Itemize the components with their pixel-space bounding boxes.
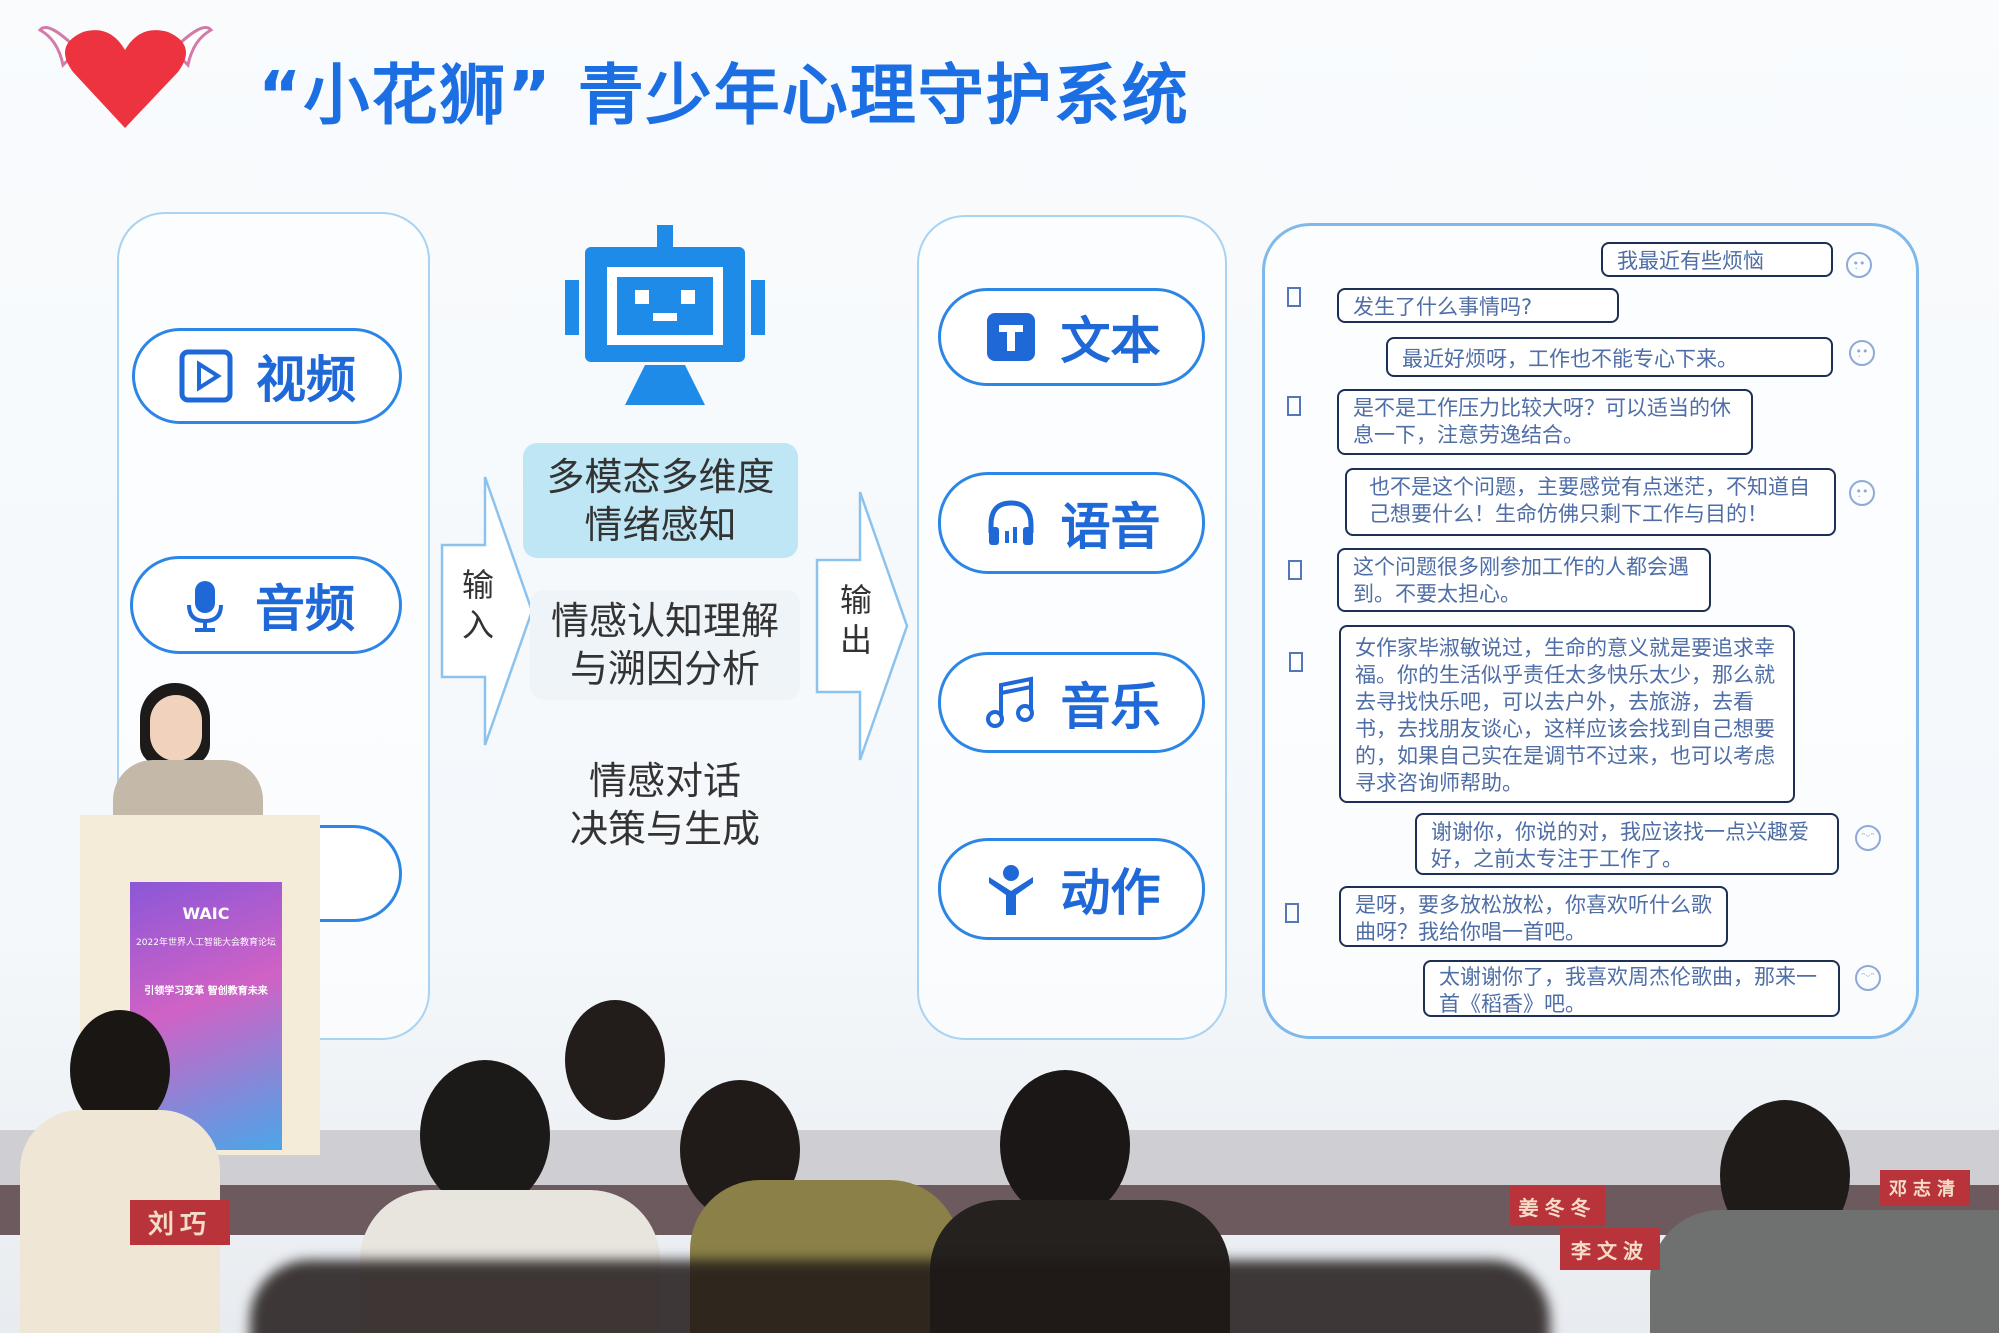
output-text: 文本 (938, 288, 1205, 386)
bot-avatar-icon (1287, 287, 1301, 307)
chat-message-bot: 是呀，要多放松放松，你喜欢听什么歌曲呀？我给你唱一首吧。 (1339, 886, 1728, 947)
podium-slogan: 引领学习变革 智创教育未来 (144, 986, 268, 997)
stage-backdrop (0, 1130, 1999, 1190)
podium-event-title: 2022年世界人工智能大会教育论坛 (136, 938, 276, 948)
output-music: 音乐 (938, 652, 1205, 753)
output-action: 动作 (938, 838, 1205, 940)
input-arrow-icon (440, 476, 534, 746)
chat-message-user: 太谢谢你了，我喜欢周杰伦歌曲，那来一首《稻香》吧。 (1423, 960, 1840, 1017)
winged-heart-logo-icon (38, 26, 213, 129)
output-label: 文本 (1060, 312, 1161, 370)
process-cognition-analysis: 情感认知理解 与溯因分析 (530, 590, 800, 700)
output-arrow-icon (815, 491, 909, 761)
input-arrow-label: 输入 (462, 566, 499, 644)
chat-message-bot: 这个问题很多刚参加工作的人都会遇到。不要太担心。 (1337, 548, 1711, 612)
worried-face-icon: •̣• (1849, 480, 1875, 506)
input-audio: 音频 (130, 556, 402, 654)
speaker-body (113, 760, 263, 820)
audience-head (565, 1000, 665, 1120)
worried-face-icon: •̣• (1849, 340, 1875, 366)
output-label: 动作 (1060, 864, 1161, 922)
output-label: 音乐 (1060, 677, 1161, 736)
chat-message-user: 也不是这个问题，主要感觉有点迷茫，不知道自己想要什么！生命仿佛只剩下工作与目的！ (1345, 468, 1836, 536)
audience-head (420, 1060, 550, 1210)
chat-message-bot: 是不是工作压力比较大呀？可以适当的休息一下，注意劳逸结合。 (1337, 389, 1753, 455)
name-card: 姜冬冬 (1510, 1186, 1605, 1226)
chat-message-bot: 女作家毕淑敏说过，生命的意义就是要追求幸福。你的生活似乎责任太多快乐太少，那么就… (1339, 625, 1795, 803)
bot-avatar-icon (1285, 903, 1299, 923)
chat-message-bot: 发生了什么事情吗? (1337, 288, 1619, 323)
headphones-icon (988, 500, 1033, 545)
slide-title: “小花狮” 青少年心理守护系统 (258, 57, 1190, 134)
video-play-icon (179, 349, 233, 403)
name-card: 李文波 (1560, 1228, 1660, 1270)
microphone-icon (187, 581, 223, 632)
grinning-face-icon: ᵔᵕᵔ (1855, 825, 1881, 851)
output-voice: 语音 (938, 472, 1205, 574)
bot-avatar-icon (1289, 652, 1303, 672)
audience-body (1650, 1210, 1999, 1333)
input-label: 音频 (255, 580, 355, 638)
name-card: 邓志清 (1880, 1170, 1970, 1206)
chat-message-user: 最近好烦呀，工作也不能专心下来。 (1386, 337, 1833, 377)
output-label: 语音 (1060, 498, 1161, 556)
output-arrow-label: 输出 (840, 581, 877, 659)
name-card: 刘巧 (130, 1200, 230, 1245)
robot-icon (565, 225, 765, 405)
text-t-icon (986, 313, 1035, 361)
process-dialog-generation: 情感对话 决策与生成 (569, 759, 760, 851)
worried-face-icon: •̣• (1846, 252, 1872, 278)
foreground-heads-blur (250, 1260, 1550, 1333)
speaker-face (150, 695, 202, 761)
music-note-icon (985, 676, 1034, 728)
chat-message-user: 谢谢你，你说的对，我应该找一点兴趣爱好，之前太专注于工作了。 (1415, 813, 1839, 875)
input-label: 视频 (256, 351, 356, 409)
audience-head (1000, 1070, 1130, 1220)
input-video: 视频 (132, 328, 402, 424)
process-emotion-perception: 多模态多维度 情绪感知 (523, 443, 798, 558)
person-icon (988, 865, 1033, 915)
bot-avatar-icon (1287, 396, 1301, 416)
grinning-face-icon: ᵔᵕᵔ (1855, 965, 1881, 991)
bot-avatar-icon (1288, 560, 1302, 580)
chat-message-user: 我最近有些烦恼 (1601, 242, 1833, 277)
waic-logo: WAIC (182, 904, 230, 923)
